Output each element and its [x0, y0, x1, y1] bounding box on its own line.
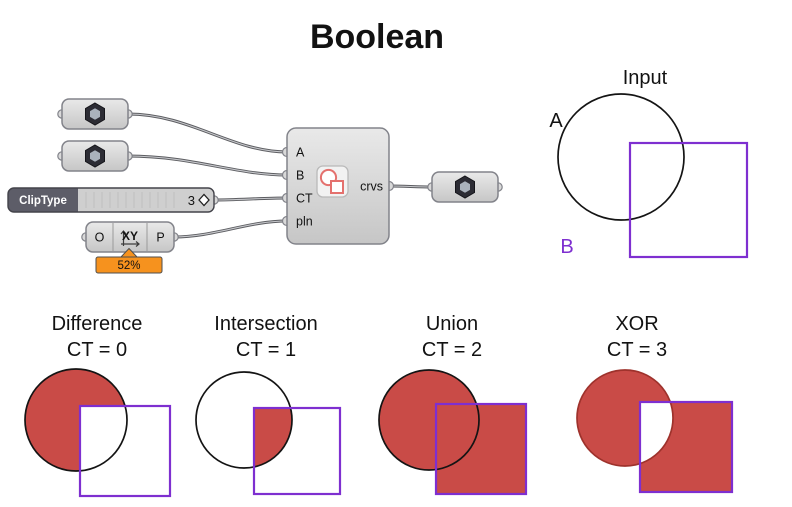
cliptype-slider[interactable]: ClipType 3	[7, 187, 219, 213]
slider-ridges	[85, 192, 175, 208]
curve-icon-core	[460, 181, 470, 193]
xor-square-outline	[638, 400, 734, 494]
example-intersection: Intersection CT = 1	[195, 313, 342, 496]
union-square-fill	[436, 404, 526, 494]
slider-border	[7, 187, 215, 213]
example-ct: CT = 0	[67, 339, 127, 361]
example-xor: XOR CT = 3	[576, 313, 734, 494]
wires	[127, 112, 433, 239]
wire-pln-core	[173, 220, 288, 238]
plane-port-origin: O	[95, 231, 105, 245]
port-label-ct: CT	[296, 192, 313, 206]
slider-label-bg-square	[50, 188, 78, 212]
slider-label: ClipType	[19, 195, 67, 207]
example-name: Union	[426, 313, 478, 335]
difference-fill	[25, 369, 127, 471]
input-circle	[557, 93, 685, 221]
page-title: Boolean	[310, 18, 444, 56]
example-ct: CT = 2	[422, 339, 482, 361]
square-label-b: B	[560, 236, 573, 258]
port-label-a: A	[296, 146, 305, 160]
input-diagram: Input A B	[549, 67, 749, 259]
wire-b	[127, 154, 288, 177]
tag-percent: 52%	[117, 260, 140, 272]
boolean-region-component[interactable]: A B CT pln crvs	[281, 127, 395, 245]
port-label-b: B	[296, 169, 304, 183]
example-name: Difference	[52, 313, 143, 335]
example-difference: Difference CT = 0	[24, 313, 172, 498]
curve-param-b[interactable]	[57, 140, 133, 172]
intersection-square-outline	[252, 406, 342, 496]
curve-icon-core	[90, 108, 100, 120]
input-square	[628, 141, 749, 259]
example-ct: CT = 1	[236, 339, 296, 361]
xy-plane-component[interactable]: O P XY	[81, 221, 179, 253]
wire-a-core	[127, 113, 288, 153]
difference-square-outline	[78, 404, 172, 498]
icon-square	[330, 180, 344, 194]
percent-expression-tag[interactable]: 52%	[95, 247, 163, 274]
curve-param-a[interactable]	[57, 98, 133, 130]
port-label-pln: pln	[296, 215, 313, 229]
xor-circle-outline	[576, 369, 674, 467]
example-name: Intersection	[214, 313, 317, 335]
slider-value: 3	[188, 193, 195, 208]
wire-a	[127, 112, 288, 154]
difference-circle-outline	[24, 368, 128, 472]
intersection-fill	[254, 408, 292, 468]
xy-axes-icon	[120, 230, 140, 247]
union-square-outline	[434, 402, 528, 496]
intersection-circle-outline	[195, 371, 293, 469]
example-union: Union CT = 2	[378, 313, 528, 496]
curve-param-output[interactable]	[427, 171, 503, 203]
curve-icon-core	[90, 150, 100, 162]
union-circle-outline	[378, 369, 480, 471]
xy-icon-label: XY	[122, 229, 138, 243]
input-diagram-title: Input	[623, 67, 668, 89]
tag-body[interactable]	[95, 256, 163, 274]
plane-port-plane: P	[156, 231, 164, 245]
circle-label-a: A	[549, 110, 563, 132]
wire-b-core	[127, 155, 288, 176]
example-ct: CT = 3	[607, 339, 667, 361]
port-label-crvs: crvs	[360, 180, 383, 194]
example-name: XOR	[615, 313, 658, 335]
wire-ct-core	[213, 197, 288, 201]
diamond-grip-icon[interactable]	[198, 193, 210, 207]
